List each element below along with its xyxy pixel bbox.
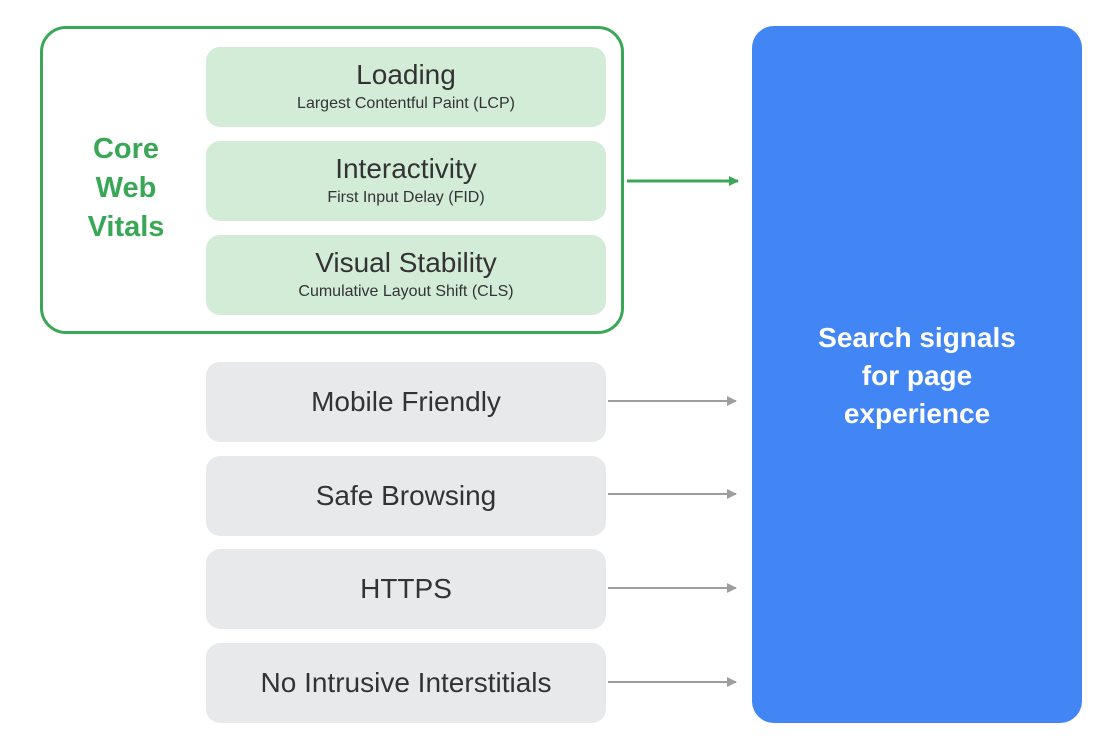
core-web-vitals-label-line: Web xyxy=(95,172,157,204)
mobile-friendly-title: Mobile Friendly xyxy=(311,386,501,417)
https-title: HTTPS xyxy=(360,573,452,604)
core-web-vitals-label-line: Core xyxy=(92,133,160,165)
loading-box: Loading Largest Contentful Paint (LCP) xyxy=(206,47,606,127)
interactivity-subtitle: First Input Delay (FID) xyxy=(327,189,485,206)
search-signals-text: Search signals for page experience xyxy=(752,319,1082,433)
safe-browsing-box: Safe Browsing xyxy=(206,456,606,536)
visual-stability-title: Visual Stability xyxy=(315,247,497,278)
safe-browsing-title: Safe Browsing xyxy=(315,480,497,511)
core-web-vitals-label: Core Web Vitals xyxy=(66,130,186,247)
loading-title: Loading xyxy=(356,59,456,90)
https-box: HTTPS xyxy=(206,549,606,629)
search-signals-line: experience xyxy=(843,398,991,429)
loading-subtitle: Largest Contentful Paint (LCP) xyxy=(297,95,515,112)
no-intrusive-interstitials-box: No Intrusive Interstitials xyxy=(206,643,606,723)
core-web-vitals-label-line: Vitals xyxy=(87,211,165,243)
search-signals-box: Search signals for page experience xyxy=(752,26,1082,723)
interactivity-box: Interactivity First Input Delay (FID) xyxy=(206,141,606,221)
search-signals-line: Search signals xyxy=(818,322,1016,353)
visual-stability-box: Visual Stability Cumulative Layout Shift… xyxy=(206,235,606,315)
visual-stability-subtitle: Cumulative Layout Shift (CLS) xyxy=(298,283,514,300)
core-web-vitals-group xyxy=(40,26,624,334)
no-intrusive-interstitials-title: No Intrusive Interstitials xyxy=(260,667,552,698)
mobile-friendly-box: Mobile Friendly xyxy=(206,362,606,442)
search-signals-line: for page xyxy=(861,360,973,391)
interactivity-title: Interactivity xyxy=(335,153,477,184)
